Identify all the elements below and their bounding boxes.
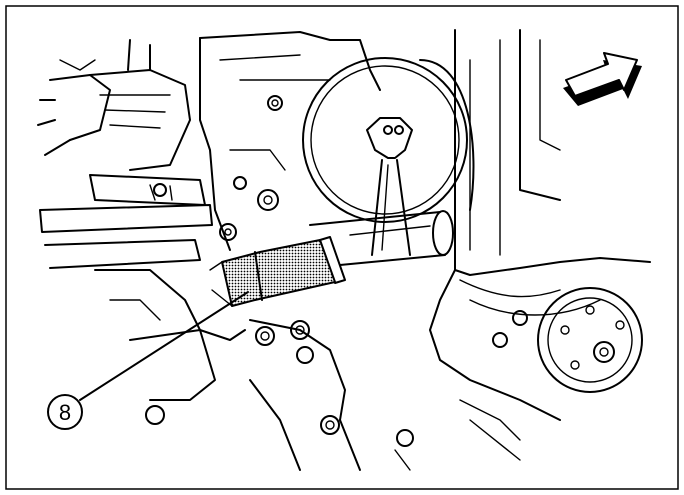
fuel-rail: [39, 174, 213, 269]
support-bracket: [366, 117, 413, 256]
callout-leader-line: [79, 291, 249, 401]
wiring-harness: [37, 39, 191, 171]
coolant-pipe: [309, 210, 454, 266]
timing-cover: [199, 31, 381, 251]
direction-arrow-icon: [563, 52, 642, 106]
engine-block: [429, 29, 651, 421]
lower-mounts: [94, 269, 414, 471]
callout-circle: [47, 394, 83, 430]
callout-label: 8: [59, 400, 71, 425]
figure-border: [5, 5, 679, 490]
part-8-highlight: [209, 236, 346, 307]
water-pump-pulley: [459, 287, 643, 461]
